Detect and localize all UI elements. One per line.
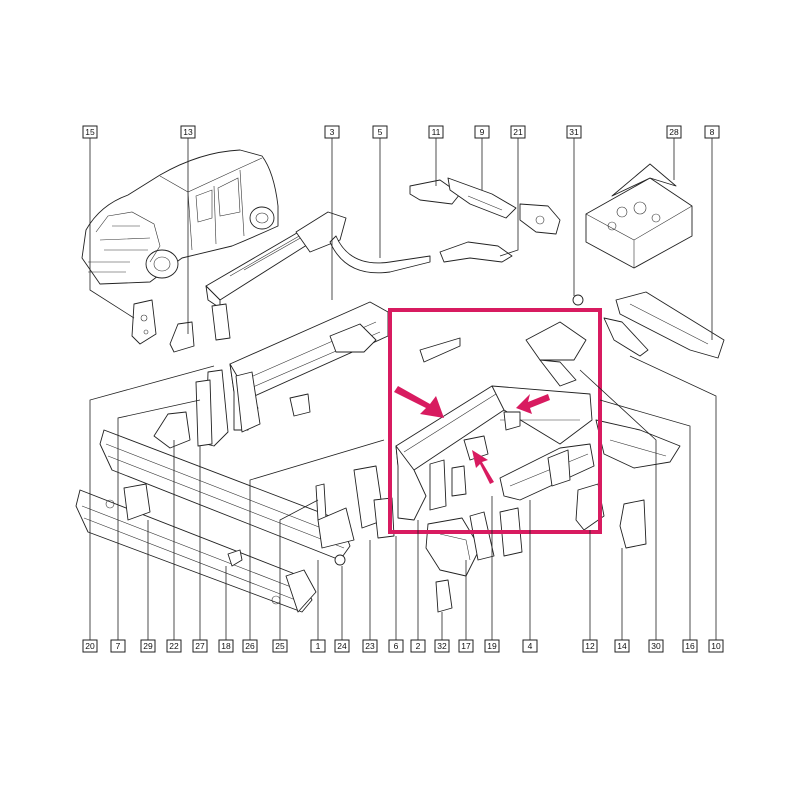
svg-text:14: 14: [617, 641, 627, 651]
svg-text:3: 3: [330, 127, 335, 137]
callout-25: 25: [272, 639, 288, 653]
part-8-side-member: [603, 291, 725, 359]
svg-text:6: 6: [394, 641, 399, 651]
callout-19: 19: [484, 639, 500, 653]
svg-text:29: 29: [143, 641, 153, 651]
svg-text:32: 32: [437, 641, 447, 651]
callout-14: 14: [614, 639, 630, 653]
callout-26: 26: [242, 639, 258, 653]
svg-text:23: 23: [365, 641, 375, 651]
svg-text:15: 15: [85, 127, 95, 137]
svg-text:18: 18: [221, 641, 231, 651]
callout-16: 16: [682, 639, 698, 653]
svg-text:25: 25: [275, 641, 285, 651]
callout-8: 8: [704, 125, 720, 139]
part-28-kit-box: [585, 163, 693, 269]
svg-text:2: 2: [416, 641, 421, 651]
callout-11: 11: [428, 125, 444, 139]
svg-text:11: 11: [432, 127, 441, 137]
callout-24: 24: [334, 639, 350, 653]
svg-text:19: 19: [487, 641, 497, 651]
leader-lines: [89, 138, 717, 640]
svg-text:22: 22: [169, 641, 179, 651]
callout-23: 23: [362, 639, 378, 653]
svg-text:5: 5: [378, 127, 383, 137]
car-overview-illustration: [81, 149, 279, 285]
svg-text:8: 8: [710, 127, 715, 137]
svg-text:1: 1: [316, 641, 321, 651]
svg-text:28: 28: [669, 127, 679, 137]
part-left-front-structure: [153, 301, 389, 449]
highlight-box: [388, 308, 602, 534]
callout-12: 12: [582, 639, 598, 653]
callout-32: 32: [434, 639, 450, 653]
callout-2: 2: [410, 639, 426, 653]
callout-17: 17: [458, 639, 474, 653]
svg-text:9: 9: [480, 127, 485, 137]
callout-20: 20: [82, 639, 98, 653]
svg-text:10: 10: [711, 641, 721, 651]
part-centre-front-assembly: [395, 294, 595, 521]
svg-text:17: 17: [461, 641, 471, 651]
part-lower-right-parts: [425, 419, 681, 613]
svg-text:31: 31: [569, 127, 579, 137]
callout-21: 21: [510, 125, 526, 139]
svg-text:12: 12: [585, 641, 595, 651]
callout-1: 1: [310, 639, 326, 653]
callout-29: 29: [140, 639, 156, 653]
callout-9: 9: [474, 125, 490, 139]
callout-22: 22: [166, 639, 182, 653]
svg-text:13: 13: [183, 127, 193, 137]
svg-text:21: 21: [513, 127, 523, 137]
part-rail-bracket: [439, 241, 513, 263]
callout-31: 31: [566, 125, 582, 139]
callout-30: 30: [648, 639, 664, 653]
callout-6: 6: [388, 639, 404, 653]
part-11-bracket: [409, 179, 461, 205]
callout-7: 7: [110, 639, 126, 653]
part-9-bracket: [447, 177, 517, 219]
svg-text:7: 7: [116, 641, 121, 651]
callout-18: 18: [218, 639, 234, 653]
svg-text:26: 26: [245, 641, 255, 651]
svg-text:16: 16: [685, 641, 695, 651]
part-5-rail: [329, 235, 431, 274]
svg-text:4: 4: [528, 641, 533, 651]
svg-text:20: 20: [85, 641, 95, 651]
callout-5: 5: [372, 125, 388, 139]
arrow-1: [394, 386, 444, 418]
part-bumper-beams: [75, 429, 351, 613]
arrow-3: [472, 450, 494, 484]
arrow-2: [516, 394, 550, 414]
callout-13: 13: [180, 125, 196, 139]
callout-10: 10: [708, 639, 724, 653]
svg-text:24: 24: [337, 641, 347, 651]
callout-4: 4: [522, 639, 538, 653]
callout-27: 27: [192, 639, 208, 653]
part-13-bracket: [169, 321, 195, 353]
callout-15: 15: [82, 125, 98, 139]
part-21-mount: [519, 203, 561, 235]
part-15-bracket: [131, 299, 157, 345]
svg-text:27: 27: [195, 641, 205, 651]
callout-3: 3: [324, 125, 340, 139]
callout-28: 28: [666, 125, 682, 139]
svg-text:30: 30: [651, 641, 661, 651]
